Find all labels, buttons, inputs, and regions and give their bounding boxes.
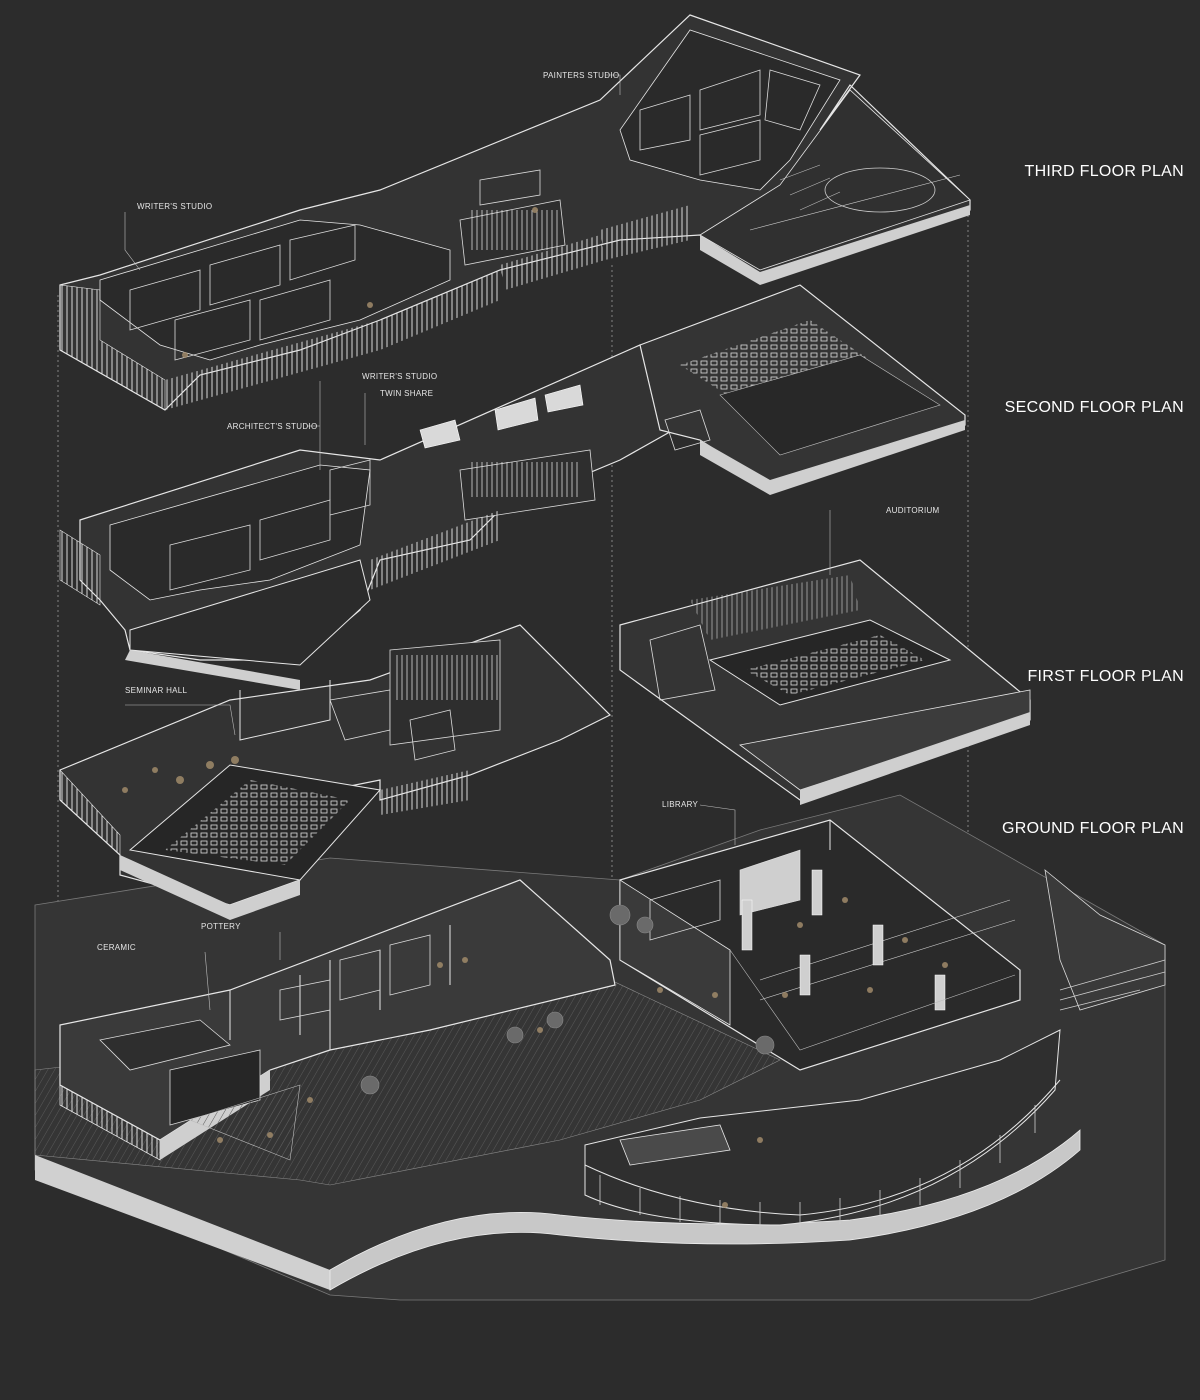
label-writers-studio-third: WRITER'S STUDIO bbox=[137, 202, 213, 211]
label-library: LIBRARY bbox=[662, 800, 699, 809]
trees bbox=[360, 904, 775, 1095]
label-auditorium: AUDITORIUM bbox=[886, 506, 940, 515]
label-ceramic: CERAMIC bbox=[97, 943, 136, 952]
label-painters-studio: PAINTERS STUDIO bbox=[543, 71, 620, 80]
second-floor bbox=[59, 284, 966, 690]
second-floor-title: SECOND FLOOR PLAN bbox=[1004, 399, 1184, 416]
label-seminar-hall: SEMINAR HALL bbox=[125, 686, 188, 695]
leader-lines bbox=[124, 74, 831, 1011]
label-architects-studio: ARCHITECT'S STUDIO bbox=[227, 422, 318, 431]
third-floor bbox=[59, 14, 971, 411]
ground-floor-site bbox=[34, 794, 1166, 1301]
label-twin-share: TWIN SHARE bbox=[380, 389, 434, 398]
ground-floor-title: GROUND FLOOR PLAN bbox=[1001, 820, 1184, 837]
first-floor-title: FIRST FLOOR PLAN bbox=[1027, 668, 1184, 685]
first-floor bbox=[59, 559, 1031, 920]
third-floor-title: THIRD FLOOR PLAN bbox=[1024, 163, 1184, 180]
figures-and-furniture bbox=[122, 207, 948, 1208]
label-writers-studio-second: WRITER'S STUDIO bbox=[362, 372, 438, 381]
label-pottery: POTTERY bbox=[201, 922, 241, 931]
